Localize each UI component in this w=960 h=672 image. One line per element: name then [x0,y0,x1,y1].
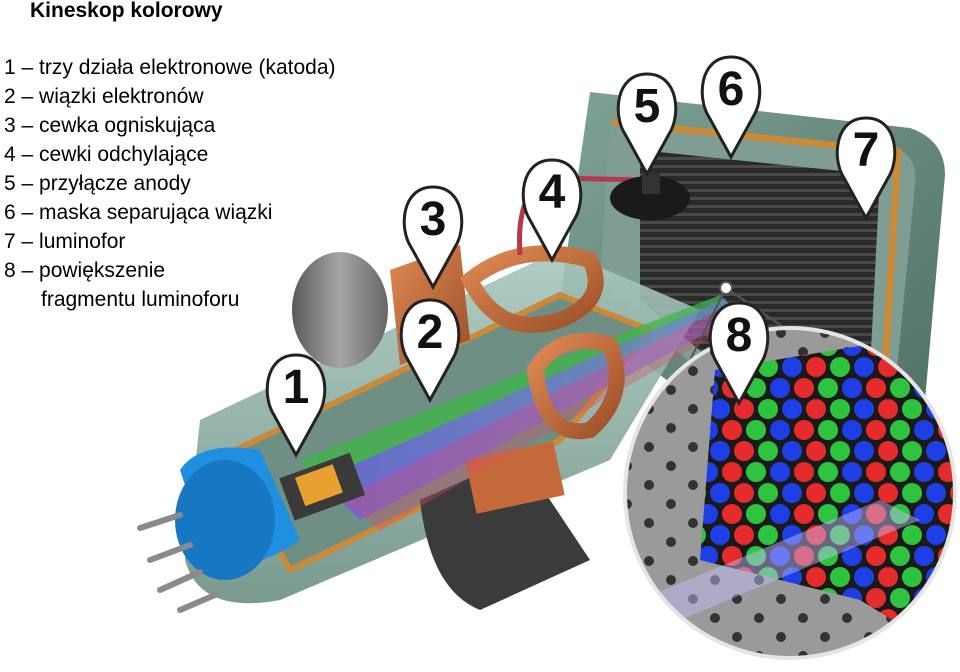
marker-4-label: 4 [539,166,566,219]
deflection-coils [459,245,625,440]
marker-2-label: 2 [417,306,444,359]
legend-item-2: 2 – wiązki elektronów [4,82,336,111]
legend-text: 4 – cewki odchylające [4,143,209,166]
callout-pins: 1 2 3 4 5 6 7 8 [265,55,897,459]
legend-text-continuation: fragmentu luminoforu [41,288,240,311]
legend-text: 7 – luminofor [4,230,126,253]
marker-5-label: 5 [634,80,661,133]
marker-3-label: 3 [420,193,447,246]
legend-text: 1 – trzy działa elektronowe (katoda) [4,56,336,79]
legend-item-3: 3 – cewka ogniskująca [4,111,336,140]
marker-1-label: 1 [283,361,310,414]
marker-6-icon: 6 [700,55,762,161]
legend: 1 – trzy działa elektronowe (katoda) 2 –… [4,53,336,314]
legend-text: 5 – przyłącze anody [4,172,191,195]
electron-beams [300,295,738,530]
legend-item-8: 8 – powiększenie fragmentu luminoforu [4,256,336,314]
legend-item-5: 5 – przyłącze anody [4,169,336,198]
marker-8-icon: 8 [708,301,770,407]
legend-item-7: 7 – luminofor [4,227,336,256]
marker-2-icon: 2 [399,298,461,404]
marker-4-icon: 4 [521,158,583,264]
marker-1-icon: 1 [265,353,327,459]
legend-item-4: 4 – cewki odchylające [4,140,336,169]
diagram-title: Kineskop kolorowy [30,0,223,22]
legend-text: 6 – maska separująca wiązki [4,201,273,224]
electron-gun-base [137,447,366,613]
marker-8-label: 8 [726,309,753,362]
marker-7-label: 7 [853,124,880,177]
marker-6-label: 6 [718,63,745,116]
legend-item-6: 6 – maska separująca wiązki [4,198,336,227]
legend-text: 3 – cewka ogniskująca [4,114,216,137]
marker-5-icon: 5 [616,72,678,178]
legend-text: 2 – wiązki elektronów [4,85,204,108]
phosphor-magnifier [623,281,957,660]
marker-3-icon: 3 [402,185,464,291]
legend-item-1: 1 – trzy działa elektronowe (katoda) [4,53,336,82]
legend-text: 8 – powiększenie [4,259,166,282]
marker-7-icon: 7 [835,116,897,222]
